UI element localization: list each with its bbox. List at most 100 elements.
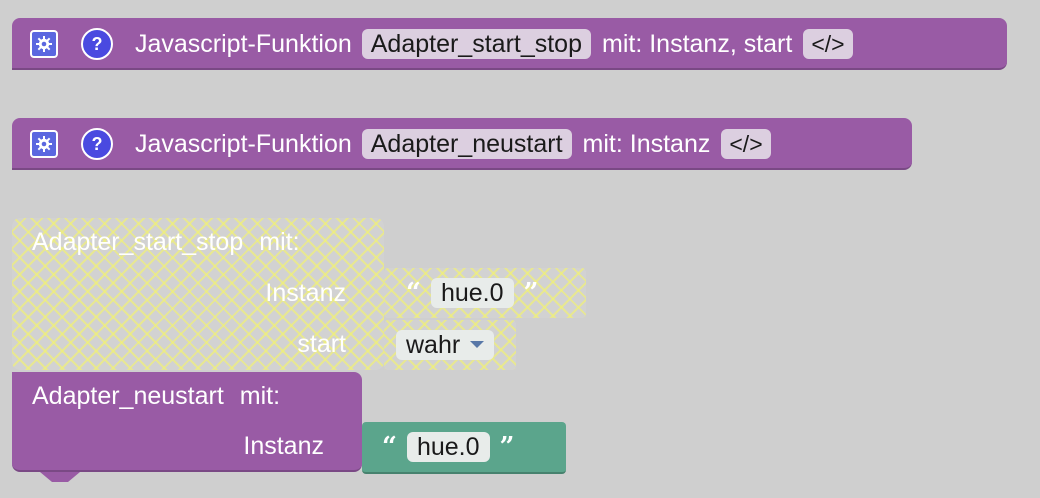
boolean-dropdown[interactable]: wahr: [396, 330, 495, 360]
grid-dot: [997, 267, 1004, 274]
call-adapter-neustart[interactable]: Adapter_neustart mit: Instanz: [12, 372, 362, 472]
boolean-block-wahr-disabled[interactable]: wahr: [384, 320, 516, 370]
grid-dot: [747, 417, 754, 424]
string-value-field[interactable]: hue.0: [430, 278, 514, 308]
function-definition-adapter-start-stop[interactable]: ? Javascript-Funktion Adapter_start_stop…: [12, 18, 1007, 70]
function-name-field[interactable]: Adapter_neustart: [361, 129, 572, 159]
grid-dot: [547, 317, 554, 324]
call-mit-label: mit:: [239, 382, 281, 410]
function-title: Javascript-Funktion: [135, 129, 352, 158]
chevron-down-icon: [470, 341, 485, 348]
gear-icon: [36, 36, 52, 52]
grid-dot: [747, 217, 754, 224]
grid-dot: [697, 217, 704, 224]
grid-dot: [997, 167, 1004, 174]
grid-dot: [797, 217, 804, 224]
call-name: Adapter_neustart: [32, 382, 224, 410]
grid-dot: [797, 417, 804, 424]
grid-dot: [597, 367, 604, 374]
grid-dot: [897, 367, 904, 374]
grid-dot: [947, 467, 954, 474]
grid-dot: [947, 417, 954, 424]
settings-button[interactable]: [30, 30, 58, 58]
grid-dot: [747, 467, 754, 474]
grid-dot: [747, 367, 754, 374]
grid-dot: [597, 467, 604, 474]
string-block-hue[interactable]: “ hue.0 ”: [362, 422, 566, 474]
settings-button[interactable]: [30, 130, 58, 158]
grid-dot: [897, 317, 904, 324]
grid-dot: [597, 267, 604, 274]
grid-dot: [597, 417, 604, 424]
grid-dot: [947, 267, 954, 274]
grid-dot: [797, 367, 804, 374]
arg-label-start: start: [297, 330, 346, 358]
grid-dot: [697, 317, 704, 324]
arg-label-instanz: Instanz: [243, 432, 324, 460]
grid-dot: [997, 217, 1004, 224]
grid-dot: [947, 367, 954, 374]
grid-dot: [847, 367, 854, 374]
grid-dot: [697, 467, 704, 474]
grid-dot: [847, 317, 854, 324]
string-block-hue-disabled[interactable]: “ hue.0 ”: [384, 268, 586, 318]
grid-dot: [797, 317, 804, 324]
grid-dot: [897, 467, 904, 474]
grid-dot: [847, 467, 854, 474]
grid-dot: [547, 217, 554, 224]
grid-dot: [647, 267, 654, 274]
grid-dot: [747, 317, 754, 324]
grid-dot: [847, 417, 854, 424]
grid-dot: [947, 217, 954, 224]
grid-dot: [997, 467, 1004, 474]
grid-dot: [647, 217, 654, 224]
function-name-field[interactable]: Adapter_start_stop: [361, 29, 591, 59]
function-params: mit: Instanz, start: [602, 29, 793, 58]
string-value-field[interactable]: hue.0: [406, 432, 490, 462]
call-mit-label: mit:: [259, 228, 300, 256]
block-connector-notch: [40, 472, 80, 482]
grid-dot: [797, 267, 804, 274]
grid-dot: [997, 317, 1004, 324]
grid-dot: [897, 217, 904, 224]
grid-dot: [697, 367, 704, 374]
grid-dot: [397, 217, 404, 224]
gear-icon: [36, 136, 52, 152]
grid-dot: [747, 267, 754, 274]
arg-label-instanz: Instanz: [265, 279, 346, 307]
function-params: mit: Instanz: [582, 129, 711, 158]
grid-dot: [447, 217, 454, 224]
grid-dot: [647, 417, 654, 424]
grid-dot: [997, 117, 1004, 124]
close-quote-icon: ”: [499, 432, 515, 462]
grid-dot: [497, 217, 504, 224]
grid-dot: [947, 317, 954, 324]
help-icon[interactable]: ?: [81, 128, 113, 160]
open-quote-icon: “: [382, 432, 397, 462]
grid-dot: [997, 417, 1004, 424]
function-definition-adapter-neustart[interactable]: ? Javascript-Funktion Adapter_neustart m…: [12, 118, 912, 170]
call-adapter-start-stop-disabled[interactable]: Adapter_start_stop mit: Instanz start: [12, 218, 384, 370]
grid-dot: [847, 217, 854, 224]
grid-dot: [647, 467, 654, 474]
grid-dot: [947, 117, 954, 124]
grid-dot: [597, 217, 604, 224]
code-editor-button[interactable]: </>: [721, 129, 771, 159]
grid-dot: [697, 267, 704, 274]
code-editor-button[interactable]: </>: [803, 29, 853, 59]
help-icon[interactable]: ?: [81, 28, 113, 60]
grid-dot: [847, 267, 854, 274]
function-title: Javascript-Funktion: [135, 29, 352, 58]
grid-dot: [597, 317, 604, 324]
grid-dot: [547, 367, 554, 374]
grid-dot: [947, 167, 954, 174]
close-quote-icon: ”: [523, 278, 539, 308]
call-name: Adapter_start_stop: [32, 228, 244, 256]
boolean-value: wahr: [406, 331, 461, 359]
open-quote-icon: “: [406, 278, 421, 308]
grid-dot: [997, 367, 1004, 374]
grid-dot: [797, 467, 804, 474]
grid-dot: [897, 417, 904, 424]
grid-dot: [697, 417, 704, 424]
grid-dot: [647, 317, 654, 324]
